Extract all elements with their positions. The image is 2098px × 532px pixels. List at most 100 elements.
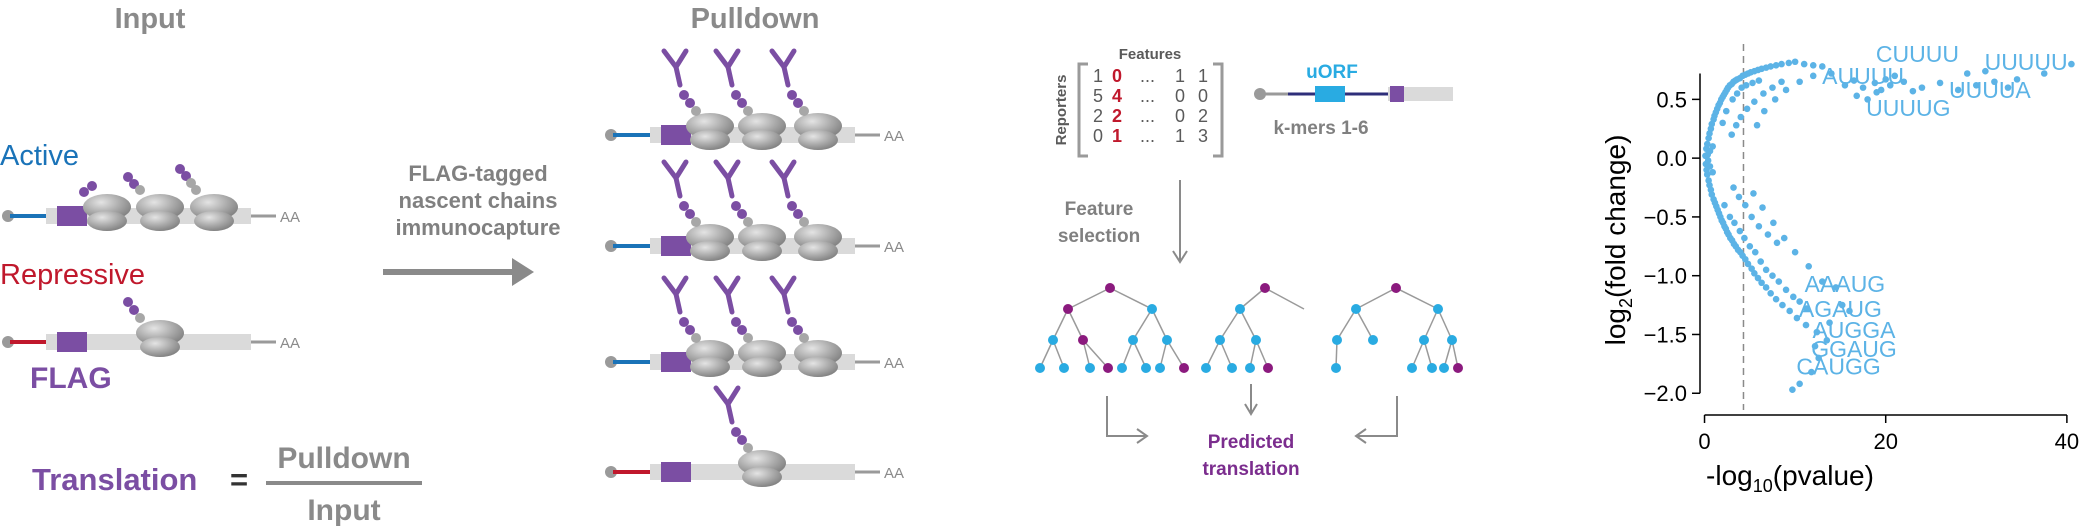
active-tail-label: AA — [280, 209, 300, 226]
tree-node — [1147, 304, 1157, 314]
data-point — [1796, 380, 1803, 388]
data-point — [1772, 295, 1780, 303]
nascent-chain — [679, 317, 701, 343]
tree-node — [1419, 335, 1429, 345]
data-point — [1793, 314, 1801, 322]
matrix-cell: ... — [1140, 106, 1155, 126]
data-point — [1754, 274, 1762, 282]
matrix-cell: 0 — [1112, 66, 1122, 86]
data-point — [1743, 105, 1751, 113]
ribosome — [794, 224, 842, 261]
reporters-label: Reporters — [1053, 75, 1070, 146]
data-point — [1963, 70, 1971, 77]
data-point — [2068, 60, 2075, 68]
data-point — [1744, 260, 1752, 268]
repressive-reporter: AA — [2, 297, 300, 357]
data-point — [1796, 298, 1803, 305]
nascent-chain — [787, 90, 809, 116]
data-point — [1704, 157, 1712, 164]
antibody-icon — [661, 159, 689, 199]
data-point — [1742, 81, 1750, 89]
nascent-chain — [731, 201, 753, 227]
data-point — [1769, 272, 1776, 279]
uorf-label: uORF — [1306, 62, 1358, 83]
pulldown-tail-label: AA — [884, 355, 904, 372]
predicted-line2: translation — [1202, 459, 1299, 480]
ribosome — [686, 340, 734, 377]
antibody-icon — [769, 159, 797, 199]
arrow-text-line3: immunocapture — [395, 215, 560, 240]
data-point — [1750, 190, 1757, 197]
tree-node — [1063, 304, 1073, 314]
data-point — [1982, 67, 1989, 75]
repressive-label: Repressive — [0, 259, 145, 291]
data-point — [1755, 223, 1763, 230]
bent-arrow-icon — [1106, 396, 1149, 444]
data-point — [1719, 119, 1726, 127]
data-point — [1721, 201, 1728, 209]
data-point — [1826, 319, 1833, 327]
data-point — [1818, 278, 1826, 285]
data-point — [1815, 354, 1822, 362]
ribosome — [794, 113, 842, 150]
tree-node — [1235, 304, 1245, 314]
arrow-text-line2: nascent chains — [399, 188, 558, 213]
matrix-cell: 0 — [1093, 126, 1103, 146]
y-tick-label: −1.0 — [1644, 264, 1687, 289]
data-point — [1828, 70, 1835, 77]
ribosome — [83, 194, 131, 231]
tree-node — [1078, 335, 1088, 345]
immunocapture-step: FLAG-tagged nascent chains immunocapture — [383, 161, 561, 286]
tree-node — [1407, 363, 1417, 373]
data-point — [1900, 78, 1908, 86]
matrix-cell: 1 — [1175, 66, 1185, 86]
data-point — [1791, 58, 1799, 66]
bent-arrow-icon — [1354, 396, 1398, 444]
predicted-line1: Predicted — [1208, 432, 1295, 453]
matrix-cell: 4 — [1112, 86, 1122, 106]
equation-lhs: Translation — [32, 462, 197, 497]
data-point — [1796, 78, 1803, 86]
tree-node — [1263, 363, 1273, 373]
tree-node — [1179, 363, 1189, 373]
data-point — [1803, 305, 1811, 312]
kmer-annotation: UUUUG — [1866, 95, 1950, 121]
antibody-icon — [661, 275, 689, 315]
data-point — [1733, 90, 1741, 97]
data-point — [1703, 171, 1711, 178]
flag-label: FLAG — [30, 362, 112, 395]
data-point — [1726, 213, 1734, 221]
data-point — [1757, 258, 1764, 265]
nascent-chain — [679, 90, 701, 116]
data-point — [1800, 60, 1808, 68]
data-point — [1751, 248, 1759, 256]
data-point — [1755, 77, 1763, 84]
data-point — [1813, 328, 1821, 336]
matrix-cell: 0 — [1175, 86, 1185, 106]
data-point — [1769, 84, 1776, 91]
x-tick-label: 40 — [2055, 429, 2079, 454]
data-point — [1770, 219, 1777, 227]
data-point — [1764, 231, 1772, 238]
data-point — [1737, 113, 1745, 121]
x-axis-label: -log10(pvalue) — [1706, 460, 1874, 496]
matrix-cell: 1 — [1175, 126, 1185, 146]
data-point — [1735, 193, 1743, 201]
matrix-cell: ... — [1140, 66, 1155, 86]
data-point — [1811, 342, 1819, 350]
pulldown-tail-label: AA — [884, 239, 904, 256]
nascent-chain — [79, 181, 97, 197]
kmer-annotation: AAAUG — [1805, 271, 1886, 297]
data-point — [1731, 219, 1738, 227]
tree-node — [1260, 283, 1270, 293]
y-tick-label: −2.0 — [1644, 381, 1687, 406]
data-point — [1773, 239, 1781, 247]
data-point — [1751, 270, 1758, 277]
decision-tree — [1331, 283, 1463, 373]
data-point — [1805, 262, 1813, 270]
data-point — [1823, 337, 1831, 344]
matrix-cell: 1 — [1093, 66, 1103, 86]
